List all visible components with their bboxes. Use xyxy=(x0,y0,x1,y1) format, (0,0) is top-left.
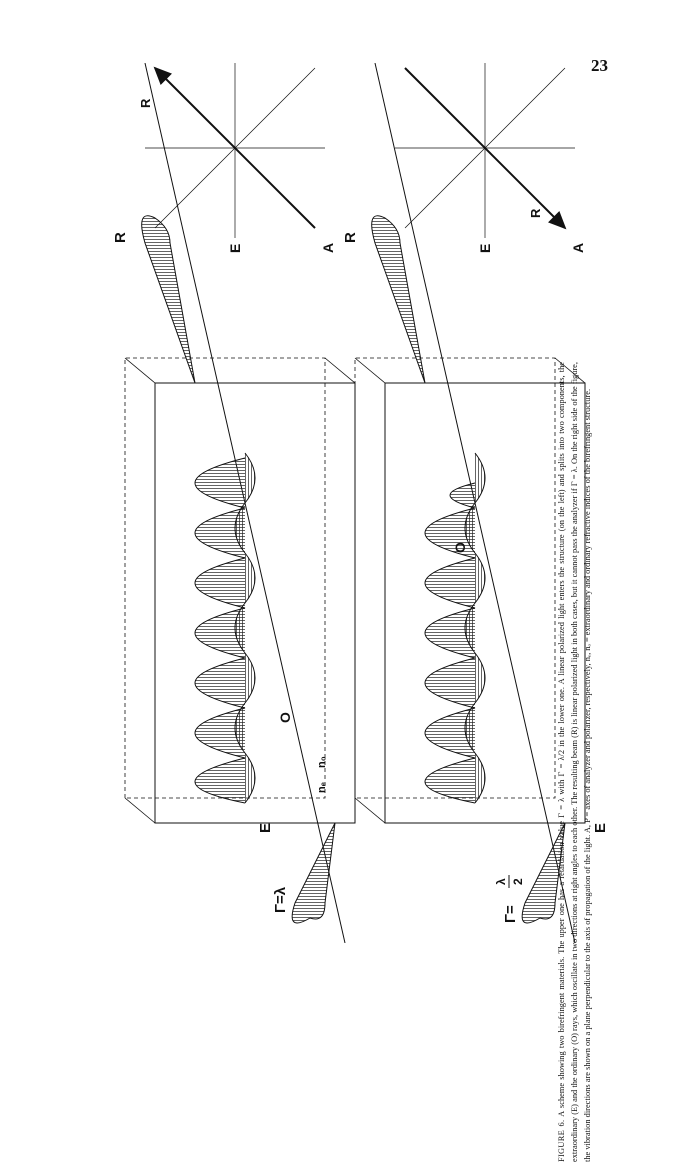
birefringence-figure: Γ=λ E R O nₑ n₀ Γ= λ 2 E R O xyxy=(85,63,665,943)
lower-o-label: O xyxy=(452,542,468,553)
lower-gamma-label: Γ= xyxy=(502,905,519,923)
upper-gamma-label: Γ=λ xyxy=(272,886,289,913)
axes-lower: A P E O R xyxy=(395,63,586,253)
upper-o-wave xyxy=(234,452,256,804)
lower-r-label: R xyxy=(342,232,359,243)
axes-upper: A P E O R xyxy=(138,63,336,253)
upper-incoming-wave xyxy=(291,822,336,924)
lower-panel: Γ= λ 2 E R O xyxy=(342,63,609,943)
lower-outgoing-wave xyxy=(371,215,426,384)
upper-outgoing-wave xyxy=(141,215,196,384)
axes-lower-e: E xyxy=(477,244,493,253)
axes-upper-r: R xyxy=(138,98,153,108)
lower-gamma-num: λ xyxy=(494,878,508,885)
upper-block-front xyxy=(154,382,356,824)
upper-o-label: O xyxy=(277,712,293,723)
caption-label: FIGURE 6. xyxy=(557,1119,566,1162)
axes-lower-r: R xyxy=(528,208,543,218)
axes-upper-e: E xyxy=(227,244,243,253)
figure-svg: Γ=λ E R O nₑ n₀ Γ= λ 2 E R O xyxy=(112,63,609,943)
upper-no-label: n₀ xyxy=(316,756,328,768)
figure-caption: FIGURE 6. A scheme showing two birefring… xyxy=(555,362,594,1162)
upper-ne-label: nₑ xyxy=(316,782,328,793)
lower-o-wave xyxy=(464,452,486,804)
upper-r-label: R xyxy=(112,232,129,243)
axes-lower-a: A xyxy=(570,243,586,253)
upper-e-wave xyxy=(194,457,246,804)
lower-e-wave xyxy=(424,482,476,804)
caption-text: A scheme showing two birefringent materi… xyxy=(557,362,592,1162)
page-number: 23 xyxy=(591,56,608,75)
lower-block-front xyxy=(384,382,586,824)
axes-upper-a: A xyxy=(320,243,336,253)
lower-gamma-den: 2 xyxy=(511,878,525,885)
lower-incoming-wave xyxy=(521,822,566,924)
upper-panel: Γ=λ E R O nₑ n₀ xyxy=(112,63,356,943)
upper-e-label: E xyxy=(257,823,274,833)
lower-e-label: E xyxy=(592,823,609,833)
